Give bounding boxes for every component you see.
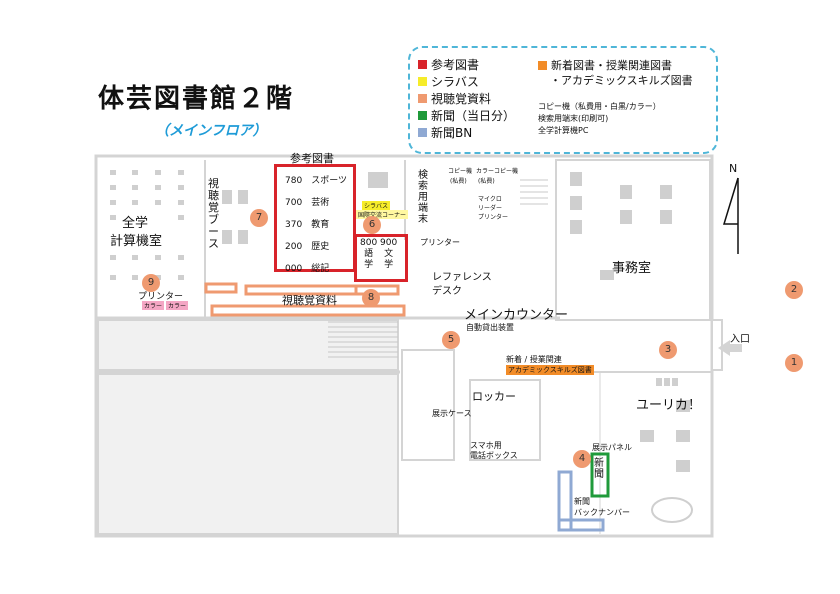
legend-label: シラバス	[431, 75, 479, 89]
legend-label: 新着図書・授業関連図書	[551, 59, 672, 72]
north-label: N	[729, 162, 738, 175]
main-counter-label: メインカウンター	[464, 308, 569, 323]
legend-swatch	[418, 111, 427, 120]
reference-desk-label-2: デスク	[432, 286, 462, 297]
legend-swatch	[418, 128, 427, 137]
legend-item: 新聞BN	[418, 124, 472, 141]
marker-5[interactable]: 5	[442, 331, 460, 349]
office-label: 事務室	[612, 261, 652, 276]
display-case-label: 展示ケース	[432, 409, 472, 418]
shelf-row: 200 歴史	[285, 242, 330, 252]
legend-swatch	[418, 60, 427, 69]
legend-equipment: 検索用端末(印刷可)	[538, 114, 609, 123]
legend-swatch	[538, 60, 547, 70]
marker-3[interactable]: 3	[659, 341, 677, 359]
color-printer-tag: カラー	[142, 301, 165, 310]
search-terminal-label: 検索用端末	[418, 170, 428, 225]
new-related-label-1: 新着 / 授業関連	[506, 355, 562, 364]
intl-corner-tag: 国際交流コーナー	[356, 210, 409, 219]
legend-swatch	[418, 94, 427, 103]
marker-8[interactable]: 8	[362, 289, 380, 307]
av-booth-label: 視聴覚ブース	[208, 177, 219, 250]
display-panel-label: 展示パネル	[592, 443, 632, 452]
legend-label: 視聴覚資料	[431, 92, 492, 106]
legend-item: 新聞（当日分）	[418, 107, 515, 124]
legend-equipment: コピー機（私費用・白黒/カラー）	[538, 102, 661, 111]
printer-label: プリンター	[420, 238, 460, 247]
shelf-row: 000 総記	[285, 264, 330, 274]
legend-label: ・アカデミックスキルズ図書	[550, 74, 693, 87]
shelf-row: 370 教育	[285, 220, 330, 230]
reference-heading: 参考図書	[290, 152, 334, 165]
copy-machine-sub: (私費)	[450, 178, 467, 185]
reference-shelf-literature	[354, 234, 408, 282]
marker-6[interactable]: 6	[363, 216, 381, 234]
marker-2[interactable]: 2	[785, 281, 803, 299]
legend-equipment: 全学計算機PC	[538, 126, 589, 135]
legend-swatch	[418, 77, 427, 86]
phone-box-label-1: スマホ用	[470, 441, 502, 450]
printer-left-label: プリンター	[138, 292, 184, 302]
newspaper-label: 新聞	[594, 458, 604, 480]
newspaper-bn-label-2: バックナンバー	[574, 508, 630, 517]
legend-item: 新着図書・授業関連図書	[538, 57, 672, 73]
color-copy-sub: (私費)	[478, 178, 495, 185]
microreader-label-3: プリンター	[478, 214, 509, 221]
legend-label: 新聞BN	[431, 126, 473, 140]
shelf-row: 700 芸術	[285, 198, 330, 208]
marker-9[interactable]: 9	[142, 274, 160, 292]
shelf-row: 780 スポーツ	[285, 176, 348, 186]
legend-label: 参考図書	[431, 58, 480, 72]
computer-room-label-2: 計算機室	[110, 234, 163, 249]
legend-item: 視聴覚資料	[418, 90, 491, 107]
page-title: 体芸図書館２階	[98, 84, 295, 114]
reference-desk-label-1: レファレンス	[432, 272, 492, 283]
legend-item: 参考図書	[418, 56, 479, 73]
reference-shelf	[274, 164, 356, 272]
color-copy-label: カラーコピー機	[476, 168, 519, 175]
color-printer-tag: カラー	[166, 301, 189, 310]
marker-7[interactable]: 7	[250, 209, 268, 227]
syllabus-tag: シラバス	[362, 201, 390, 210]
new-related-label-2: アカデミックスキルズ図書	[506, 365, 594, 375]
legend: 参考図書 シラバス 視聴覚資料 新聞（当日分） 新聞BN 新着図書・授業関連図書…	[408, 46, 718, 154]
legend-label: 新聞（当日分）	[431, 109, 516, 123]
phone-box-label-2: 電話ボックス	[470, 451, 518, 460]
north-arrow-icon	[722, 177, 739, 254]
microreader-label-2: リーダー	[478, 205, 503, 212]
reference-shelf-list: 780 スポーツ 700 芸術 370 教育 200 歴史 000 総記	[285, 170, 347, 280]
newspaper-bn-label-1: 新聞	[574, 497, 590, 506]
av-materials-label: 視聴覚資料	[282, 294, 337, 307]
page-subtitle: （メインフロア）	[155, 123, 267, 139]
locker-label: ロッカー	[472, 390, 516, 403]
computer-room-label-1: 全学	[122, 216, 149, 231]
copy-machine-label: コピー機	[448, 168, 473, 175]
marker-4[interactable]: 4	[573, 450, 591, 468]
entrance-label: 入口	[730, 334, 750, 345]
marker-1[interactable]: 1	[785, 354, 803, 372]
microreader-label-1: マイクロ	[478, 196, 502, 203]
self-checkout-label: 自動貸出装置	[466, 323, 514, 332]
legend-item: シラバス	[418, 73, 479, 90]
eureka-label: ユーリカ！	[636, 398, 702, 413]
